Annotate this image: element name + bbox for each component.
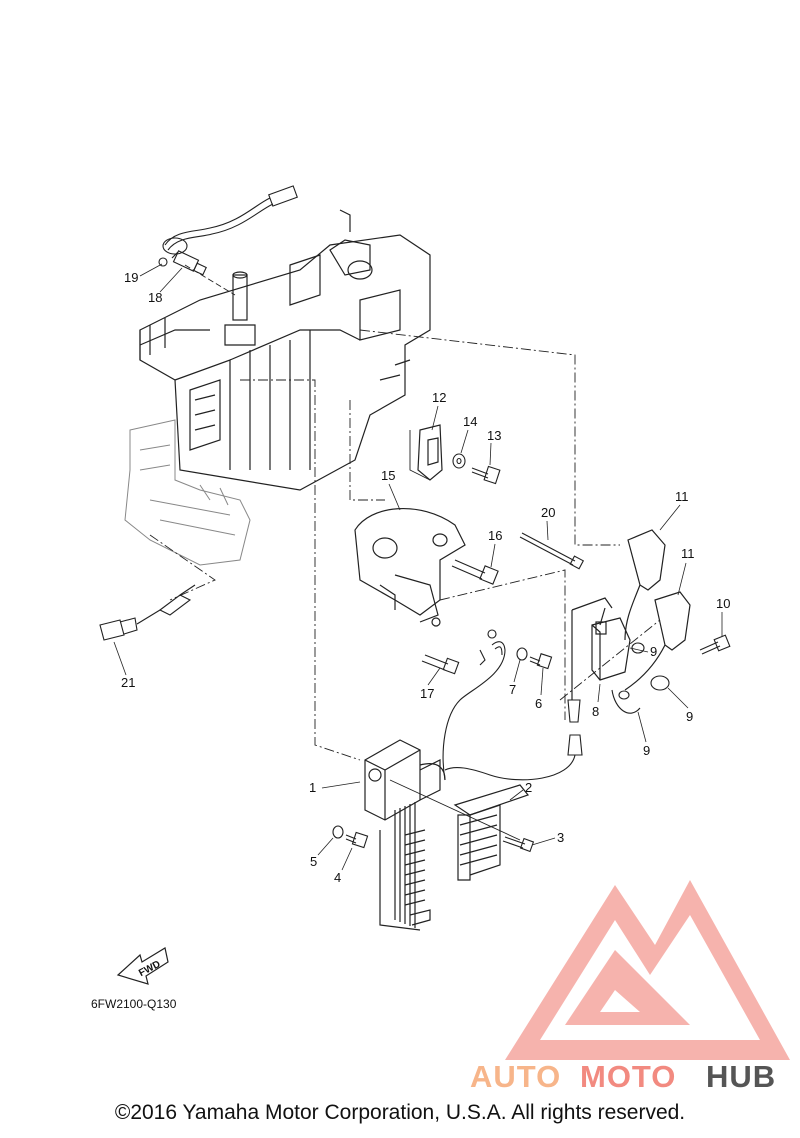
callout-21: 21 bbox=[121, 675, 135, 690]
washer-5 bbox=[332, 825, 344, 839]
callout-7: 7 bbox=[509, 682, 516, 697]
copyright-notice: ©2016 Yamaha Motor Corporation, U.S.A. A… bbox=[114, 1101, 686, 1124]
ignition-coil-8 bbox=[571, 597, 631, 700]
watermark-text: AUTO MOTO HUB bbox=[470, 1059, 776, 1094]
bolt-17 bbox=[421, 654, 460, 675]
callout-2: 2 bbox=[525, 780, 532, 795]
callout-11b: 11 bbox=[681, 546, 695, 561]
bolt-6 bbox=[529, 653, 553, 670]
leader-lines bbox=[149, 264, 661, 841]
callout-9a: 9 bbox=[650, 644, 657, 659]
cable-tie-20 bbox=[519, 532, 585, 570]
washer-14 bbox=[452, 453, 466, 469]
callout-labels: 1 2 3 4 5 6 7 8 9 9 9 10 11 11 12 13 14 … bbox=[121, 270, 730, 885]
screw-3 bbox=[502, 836, 535, 853]
callout-3: 3 bbox=[557, 830, 564, 845]
callout-4: 4 bbox=[334, 870, 341, 885]
cdi-unit-1 bbox=[364, 739, 446, 931]
callout-9b: 9 bbox=[686, 709, 693, 724]
rectifier-2 bbox=[453, 784, 530, 881]
callout-leaders bbox=[113, 263, 723, 871]
bolt-4 bbox=[345, 831, 369, 849]
bracket-15 bbox=[354, 508, 466, 627]
callout-12: 12 bbox=[432, 390, 446, 405]
watermark-moto: MOTO bbox=[580, 1059, 676, 1094]
grommets-9 bbox=[611, 642, 670, 714]
bolt-13 bbox=[471, 465, 501, 485]
callout-14: 14 bbox=[463, 414, 477, 429]
watermark-logo-icon bbox=[505, 880, 790, 1060]
engine-block bbox=[139, 209, 431, 491]
bolt-10 bbox=[699, 634, 731, 655]
callout-6: 6 bbox=[535, 696, 542, 711]
lower-cowl bbox=[124, 419, 251, 566]
callout-19: 19 bbox=[124, 270, 138, 285]
callout-10: 10 bbox=[716, 596, 730, 611]
callout-13: 13 bbox=[487, 428, 501, 443]
callout-16: 16 bbox=[488, 528, 502, 543]
washer-7 bbox=[516, 647, 528, 661]
sensor-19 bbox=[158, 185, 298, 267]
plug-caps-11 bbox=[624, 529, 691, 691]
bracket-12 bbox=[417, 424, 443, 481]
bolt-16 bbox=[451, 559, 499, 585]
callout-5: 5 bbox=[310, 854, 317, 869]
ground-wire bbox=[442, 629, 506, 781]
callout-15: 15 bbox=[381, 468, 395, 483]
callout-1: 1 bbox=[309, 780, 316, 795]
figure-code: 6FW2100-Q130 bbox=[91, 997, 177, 1011]
callout-18: 18 bbox=[148, 290, 162, 305]
callout-8: 8 bbox=[592, 704, 599, 719]
callout-17: 17 bbox=[420, 686, 434, 701]
sensor-21 bbox=[99, 584, 196, 641]
watermark-hub: HUB bbox=[706, 1059, 776, 1094]
callout-9c: 9 bbox=[643, 743, 650, 758]
callout-20: 20 bbox=[541, 505, 555, 520]
callout-11a: 11 bbox=[675, 489, 689, 504]
fwd-arrow-icon: FWD bbox=[116, 947, 169, 985]
watermark-auto: AUTO bbox=[470, 1059, 561, 1094]
sensor-18 bbox=[171, 250, 207, 276]
wire-connector bbox=[444, 699, 583, 781]
